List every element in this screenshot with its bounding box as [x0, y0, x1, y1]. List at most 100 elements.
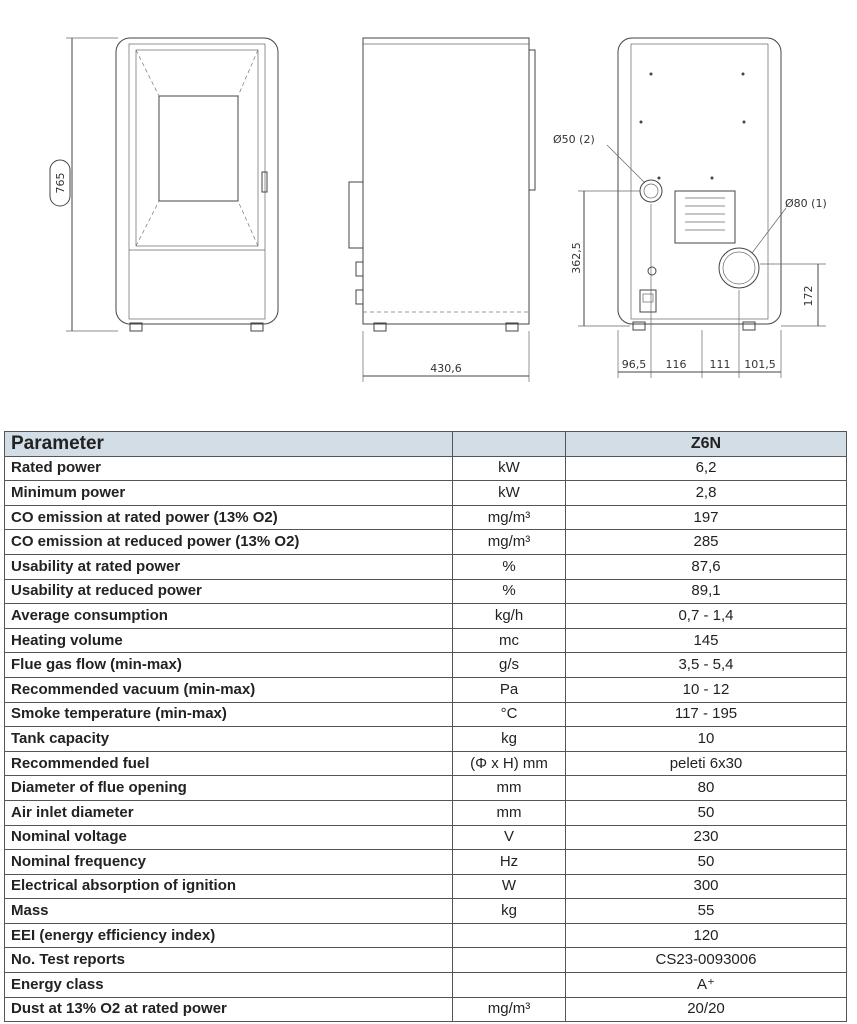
parameter-cell: Smoke temperature (min-max)	[4, 701, 453, 728]
value-cell: 10	[565, 726, 847, 752]
parameter-cell: Mass	[4, 898, 453, 924]
rear-view: Ø50 (2) Ø80 (1) 362,5 172 96,5 116 111 1…	[553, 37, 827, 378]
value-cell: 117 - 195	[565, 701, 847, 728]
value-cell: 6,2	[565, 455, 847, 482]
parameter-cell: EEI (energy efficiency index)	[4, 922, 453, 949]
value-cell: 10 - 12	[565, 676, 847, 703]
unit-cell	[452, 922, 566, 949]
value-cell: 300	[565, 873, 847, 900]
unit-cell: °C	[452, 701, 566, 728]
table-row: EEI (energy efficiency index) 120	[4, 922, 847, 949]
parameter-cell: Nominal frequency	[4, 849, 453, 875]
parameter-cell: Diameter of flue opening	[4, 775, 453, 801]
parameter-cell: Dust at 13% O2 at rated power	[4, 996, 453, 1023]
parameter-cell: Energy class	[4, 972, 453, 998]
parameter-cell: Flue gas flow (min-max)	[4, 652, 453, 678]
unit-cell: kg	[452, 898, 566, 924]
parameter-cell: Usability at rated power	[4, 553, 453, 580]
unit-cell: mg/m³	[452, 529, 566, 555]
bottom-dimension-1: 96,5	[622, 358, 647, 371]
unit-cell	[452, 972, 566, 998]
value-cell: 120	[565, 922, 847, 949]
unit-cell: %	[452, 578, 566, 605]
parameter-cell: Recommended fuel	[4, 750, 453, 777]
unit-cell: g/s	[452, 652, 566, 678]
unit-cell: Hz	[452, 849, 566, 875]
parameter-cell: Minimum power	[4, 480, 453, 506]
parameter-cell: Electrical absorption of ignition	[4, 873, 453, 900]
unit-cell: mg/m³	[452, 504, 566, 531]
inlet-height-dimension: 362,5	[570, 242, 583, 274]
front-view: 765	[49, 37, 279, 332]
unit-cell	[452, 947, 566, 974]
parameter-cell: Rated power	[4, 455, 453, 482]
value-cell: 80	[565, 775, 847, 801]
flue-label: Ø80 (1)	[785, 197, 827, 210]
unit-cell: mg/m³	[452, 996, 566, 1023]
table-row: Usability at reduced power%89,1	[4, 578, 847, 605]
table-header-row: Parameter Z6N	[4, 431, 847, 457]
parameter-cell: CO emission at reduced power (13% O2)	[4, 529, 453, 555]
parameter-cell: CO emission at rated power (13% O2)	[4, 504, 453, 531]
value-cell: 285	[565, 529, 847, 555]
unit-cell: W	[452, 873, 566, 900]
value-cell: 87,6	[565, 553, 847, 580]
parameter-cell: Usability at reduced power	[4, 578, 453, 605]
value-cell: 20/20	[565, 996, 847, 1023]
parameter-cell: Heating volume	[4, 627, 453, 654]
value-cell: 2,8	[565, 480, 847, 506]
unit-cell: kW	[452, 480, 566, 506]
table-row: Energy class A⁺	[4, 972, 847, 998]
height-dimension: 765	[54, 173, 67, 194]
bottom-dimension-4: 101,5	[744, 358, 776, 371]
parameter-cell: Tank capacity	[4, 726, 453, 752]
unit-cell: (Φ x H) mm	[452, 750, 566, 777]
parameter-cell: Nominal voltage	[4, 824, 453, 851]
value-cell: peleti 6x30	[565, 750, 847, 777]
flue-height-dimension: 172	[802, 286, 815, 307]
model-header: Z6N	[565, 431, 847, 457]
parameter-cell: Air inlet diameter	[4, 799, 453, 826]
parameter-header: Parameter	[4, 431, 453, 457]
unit-cell: mm	[452, 799, 566, 826]
value-cell: 145	[565, 627, 847, 654]
value-cell: 230	[565, 824, 847, 851]
table-row: Usability at rated power%87,6	[4, 553, 847, 580]
air-inlet-label: Ø50 (2)	[553, 133, 595, 146]
value-cell: A⁺	[565, 972, 847, 998]
value-cell: 55	[565, 898, 847, 924]
bottom-dimension-2: 116	[666, 358, 687, 371]
value-cell: 50	[565, 849, 847, 875]
unit-cell: mc	[452, 627, 566, 654]
value-cell: 89,1	[565, 578, 847, 605]
depth-dimension: 430,6	[430, 362, 462, 375]
unit-cell: V	[452, 824, 566, 851]
parameter-cell: Average consumption	[4, 603, 453, 629]
value-cell: 50	[565, 799, 847, 826]
unit-cell: mm	[452, 775, 566, 801]
parameter-cell: No. Test reports	[4, 947, 453, 974]
bottom-dimension-3: 111	[710, 358, 731, 371]
value-cell: 0,7 - 1,4	[565, 603, 847, 629]
unit-cell: kg	[452, 726, 566, 752]
technical-drawings: 765 430,6	[49, 37, 827, 382]
unit-header	[452, 431, 566, 457]
parameter-cell: Recommended vacuum (min-max)	[4, 676, 453, 703]
